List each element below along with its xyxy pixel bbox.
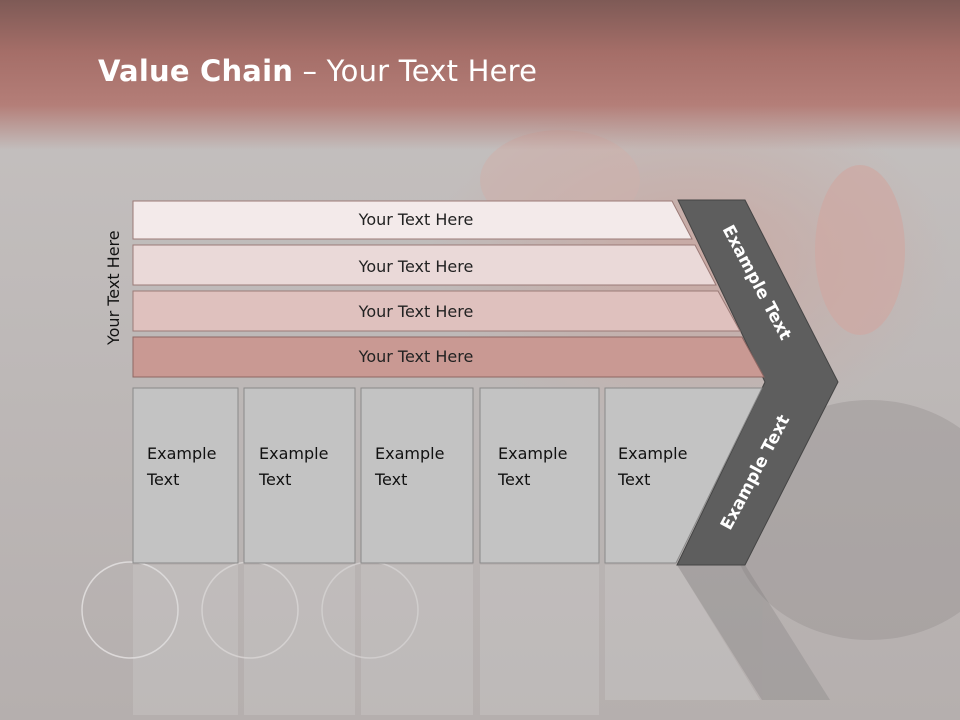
title-band [0,0,960,150]
box-4 [479,387,600,564]
row-4-label: Your Text Here [358,347,474,366]
row-1 [132,200,693,240]
box-1-line2: Text [146,470,179,489]
box-2-line2: Text [258,470,291,489]
slide-title: Value Chain – Your Text Here [98,54,537,88]
box-3-line1: Example [375,444,444,463]
row-2-label: Your Text Here [358,257,474,276]
chevron-arrow [676,199,839,566]
box-5 [604,387,763,564]
box-2 [243,387,356,564]
row-1-label: Your Text Here [358,210,474,229]
box-3 [360,387,474,564]
box-1-line1: Example [147,444,216,463]
row-3-label: Your Text Here [358,302,474,321]
box-1 [132,387,239,564]
box-5-line1: Example [618,444,687,463]
row-4 [132,336,765,378]
title-rest: – Your Text Here [293,54,538,88]
box-4-line2: Text [497,470,530,489]
row-2 [132,244,717,286]
row-3 [132,290,741,332]
box-4-line1: Example [498,444,567,463]
box-3-line2: Text [374,470,407,489]
box-2-line1: Example [259,444,328,463]
box-5-line2: Text [617,470,650,489]
reflection [133,565,830,715]
title-bold: Value Chain [98,54,294,88]
